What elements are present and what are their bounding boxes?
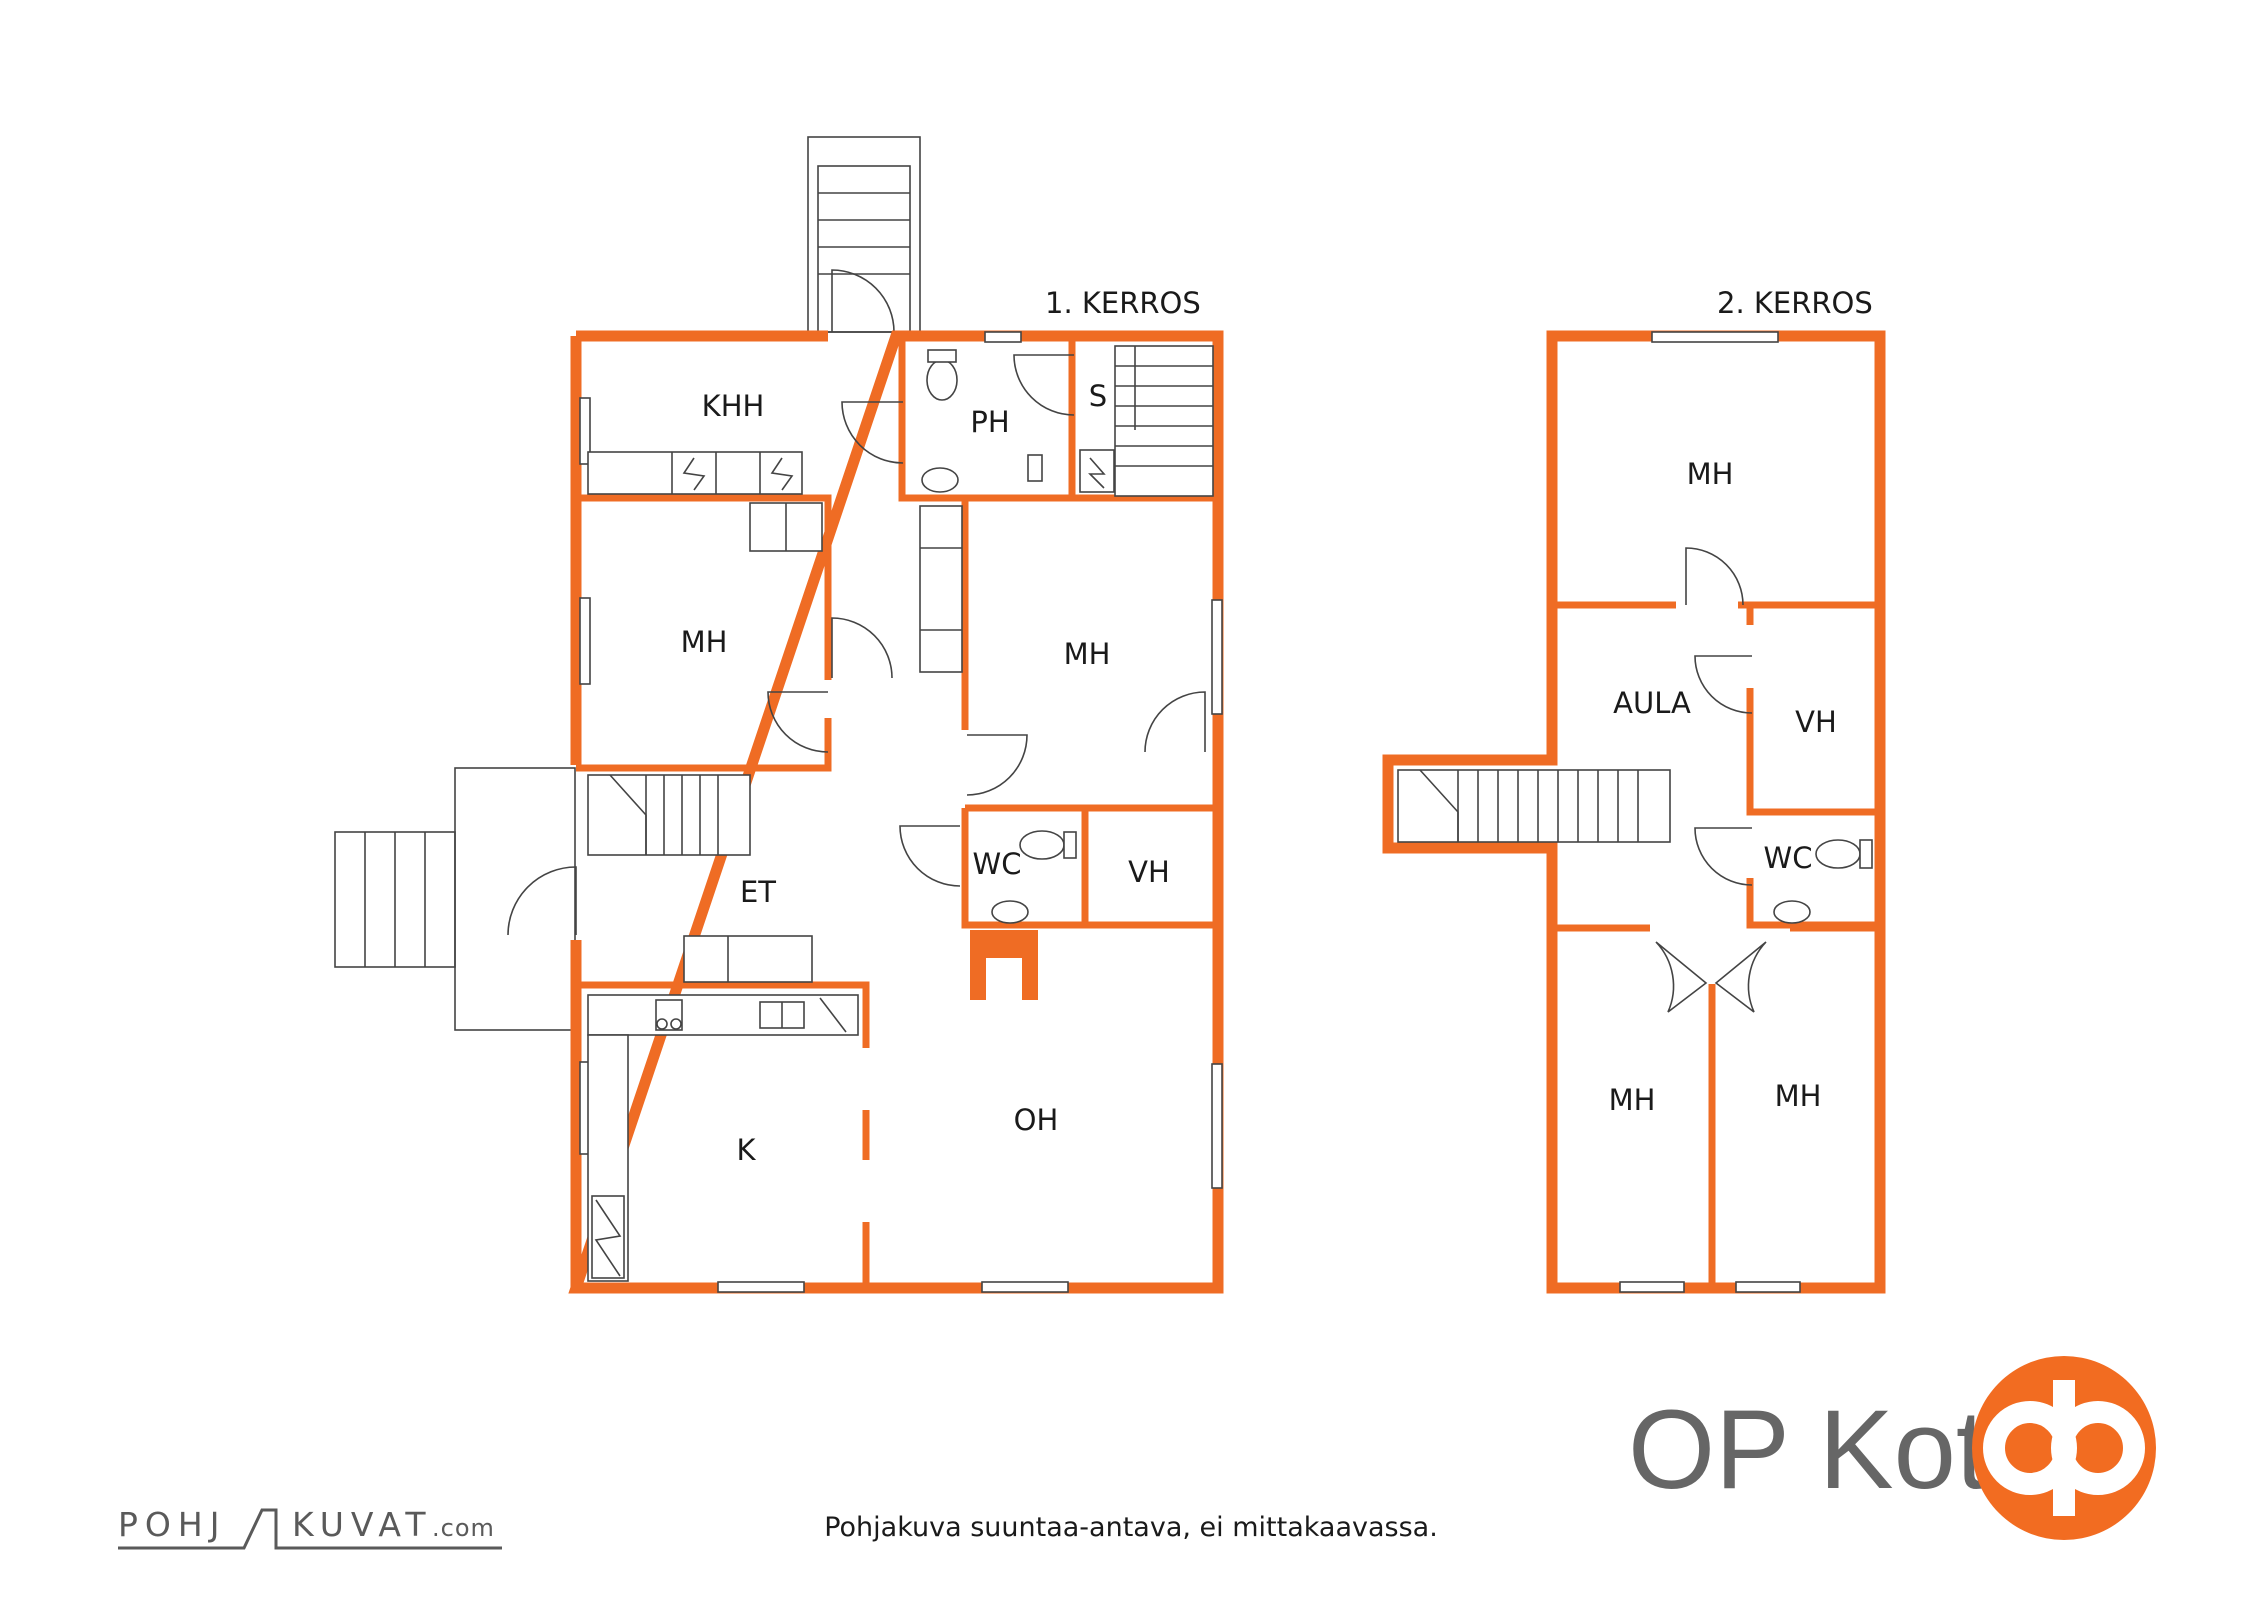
floor-2-windows (1619, 331, 1801, 1293)
floor-2-doors (1655, 547, 1767, 1013)
room-label-wc: WC (973, 847, 1022, 881)
room-label-aula: AULA (1613, 686, 1691, 720)
room-label-s: S (1089, 379, 1107, 413)
room-label-vh: VH (1128, 855, 1170, 889)
bathroom-fixtures (921, 349, 1115, 493)
pohjakuvat-left: POHJ (118, 1505, 226, 1544)
floor-2-title: 2. KERROS (1717, 286, 1873, 320)
brand-name: OP Koti (1628, 1387, 2012, 1512)
pohjakuvat-right: KUVAT (292, 1505, 433, 1544)
room-label-oh: OH (1014, 1103, 1059, 1137)
floor-1-title: 1. KERROS (1045, 286, 1201, 320)
disclaimer: Pohjakuva suuntaa-antava, ei mittakaavas… (824, 1512, 1438, 1543)
stairs-floor-2 (1397, 769, 1671, 843)
room-label-k: K (736, 1133, 756, 1167)
kitchen-counters (587, 994, 859, 1282)
hall-cabinet (683, 935, 813, 983)
fireplace (970, 930, 1038, 1000)
stairs-floor-1-hall (587, 774, 751, 856)
floor-2-outer-walls (1382, 330, 1886, 1294)
entrance-steps-top (807, 136, 921, 333)
room-label-mh-bottom-left: MH (1609, 1083, 1656, 1117)
room-label-mh-left: MH (681, 625, 728, 659)
floor-1-plan (334, 136, 1224, 1294)
room-label-vh-2: VH (1795, 705, 1837, 739)
room-label-khh: KHH (702, 389, 765, 423)
floor-1-outer-walls (568, 330, 1224, 1294)
floor-2-interior-walls (1552, 601, 1880, 1288)
wardrobes (749, 502, 963, 673)
op-logo-icon (1972, 1356, 2156, 1540)
pohjakuvat-logo: POHJ KUVAT .com (118, 1505, 502, 1550)
floor-1-interior-walls (576, 336, 1218, 1288)
wc-fixtures-floor-2 (1773, 839, 1873, 924)
floor-1-windows (579, 331, 1223, 1293)
floor-2-plan (1382, 330, 1886, 1294)
floor-1-doors (767, 354, 1206, 887)
room-label-ph: PH (970, 405, 1009, 439)
stairs-floor-1-top (1114, 345, 1214, 497)
pohjakuvat-tld: .com (432, 1514, 495, 1542)
room-label-mh-bottom-right: MH (1775, 1079, 1822, 1113)
room-label-mh-top: MH (1687, 457, 1734, 491)
room-label-wc-2: WC (1764, 841, 1813, 875)
room-label-mh-right: MH (1064, 637, 1111, 671)
utility-counter (587, 451, 803, 495)
room-label-et: ET (740, 875, 776, 909)
wc-fixtures-floor-1 (991, 830, 1077, 924)
side-terrace (334, 767, 577, 1031)
